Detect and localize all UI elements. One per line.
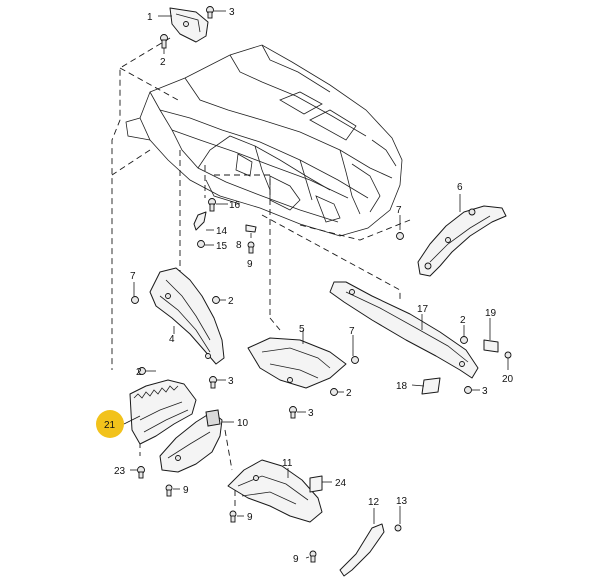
callout-24[interactable]: 24 (335, 478, 347, 489)
part-10-shield[interactable] (159, 409, 223, 473)
fastener-top-3[interactable] (206, 6, 214, 19)
part-4-shield[interactable] (149, 267, 225, 365)
dashed-guides (111, 37, 411, 510)
callout-2b[interactable]: 2 (228, 296, 234, 307)
callout-7a[interactable]: 7 (396, 205, 402, 216)
callout-20[interactable]: 20 (502, 374, 514, 385)
callout-9a[interactable]: 9 (247, 259, 253, 270)
callout-3a[interactable]: 3 (229, 7, 235, 18)
fastener-23[interactable] (137, 466, 145, 479)
callout-17[interactable]: 17 (417, 304, 429, 315)
callout-labels: 1 3 2 6 7 16 14 15 8 9 7 2 4 3 5 7 2 3 1… (104, 7, 514, 565)
fastener-7-centre[interactable] (351, 356, 359, 364)
callout-10[interactable]: 10 (237, 418, 249, 429)
callout-5[interactable]: 5 (299, 324, 305, 335)
fastener-2-left[interactable] (212, 296, 220, 304)
part-6-bracket[interactable] (417, 205, 507, 277)
fastener-top-2[interactable] (160, 34, 168, 49)
fastener-20[interactable] (504, 351, 512, 359)
part-19-clip[interactable] (483, 339, 499, 353)
fastener-13[interactable] (394, 524, 402, 532)
callout-13[interactable]: 13 (396, 496, 408, 507)
callout-8[interactable]: 8 (236, 240, 242, 251)
part-5-panel[interactable] (247, 337, 347, 389)
fastener-15[interactable] (197, 240, 205, 248)
callout-14[interactable]: 14 (216, 226, 228, 237)
callout-2a[interactable]: 2 (160, 57, 166, 68)
part-17-rail[interactable] (329, 281, 479, 379)
fastener-9-bottom[interactable] (309, 550, 317, 563)
part-1-bracket[interactable] (169, 7, 209, 43)
part-14-clip[interactable] (193, 211, 207, 231)
callout-15[interactable]: 15 (216, 241, 228, 252)
part-21-shield[interactable] (129, 379, 197, 445)
callout-2-lower[interactable]: 2 (136, 367, 142, 378)
fastener-3-left[interactable] (209, 376, 217, 389)
callout-7b[interactable]: 7 (130, 271, 136, 282)
fastener-2-lower-left[interactable] (138, 367, 146, 375)
callout-9c[interactable]: 9 (247, 512, 253, 523)
fastener-2-right[interactable] (460, 336, 468, 344)
callout-3b[interactable]: 3 (228, 376, 234, 387)
fastener-16[interactable] (208, 198, 216, 212)
part-11-panel[interactable] (227, 459, 323, 523)
callout-2c[interactable]: 2 (346, 388, 352, 399)
callout-19[interactable]: 19 (485, 308, 497, 319)
fastener-9-lower-left[interactable] (165, 484, 173, 497)
fastener-7-right[interactable] (396, 232, 404, 240)
callout-23[interactable]: 23 (114, 466, 126, 477)
callout-21-highlight[interactable] (96, 410, 124, 438)
part-24-clip[interactable] (309, 475, 323, 493)
callout-7c[interactable]: 7 (349, 326, 355, 337)
part-8-clip[interactable] (245, 224, 257, 233)
fastener-9-top[interactable] (247, 241, 255, 254)
vehicle-body-shell (125, 44, 403, 237)
callout-9b[interactable]: 9 (183, 485, 189, 496)
callout-12[interactable]: 12 (368, 497, 380, 508)
callout-3c[interactable]: 3 (308, 408, 314, 419)
part-18-clip[interactable] (421, 377, 441, 395)
callout-18[interactable]: 18 (396, 381, 408, 392)
callout-21[interactable]: 21 (104, 420, 116, 431)
fastener-3-right[interactable] (464, 386, 472, 394)
callout-11[interactable]: 11 (282, 458, 293, 469)
callout-9d[interactable]: 9 (293, 554, 299, 565)
callout-1[interactable]: 1 (147, 12, 153, 23)
fastener-7-left[interactable] (131, 296, 139, 304)
part-12-strip[interactable] (339, 523, 385, 577)
callout-3d[interactable]: 3 (482, 386, 488, 397)
callout-16[interactable]: 16 (229, 200, 241, 211)
fastener-9-lower-mid[interactable] (229, 510, 237, 523)
callout-4[interactable]: 4 (169, 334, 175, 345)
fastener-3-centre[interactable] (289, 406, 297, 419)
callout-6[interactable]: 6 (457, 182, 463, 193)
callout-2d[interactable]: 2 (460, 315, 466, 326)
fastener-2-centre[interactable] (330, 388, 338, 396)
leader-lines (123, 10, 509, 559)
